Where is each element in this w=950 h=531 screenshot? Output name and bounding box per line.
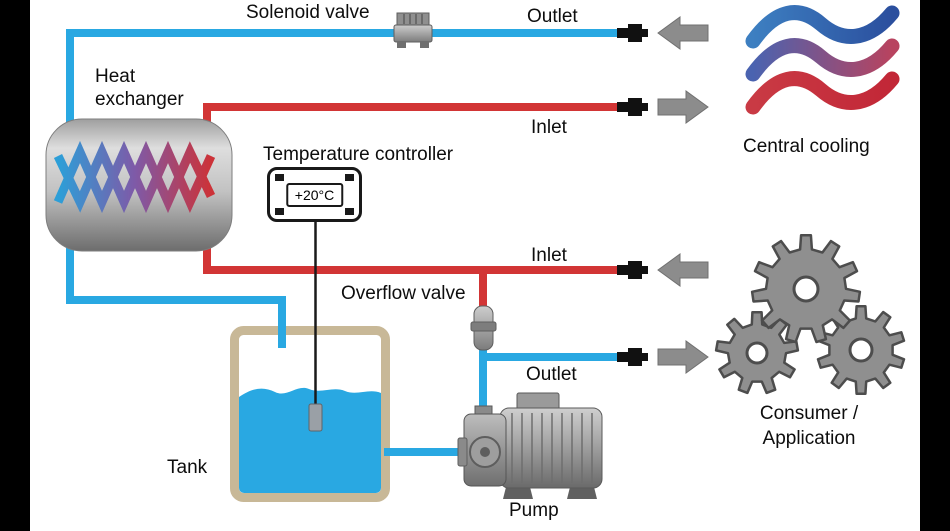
- heat-exchanger: [45, 118, 233, 252]
- pump: [457, 392, 603, 499]
- label-tank: Tank: [167, 457, 208, 478]
- overflow-valve: [470, 305, 497, 351]
- pump-cooling-fins: [511, 413, 593, 483]
- label-pump: Pump: [509, 500, 559, 521]
- label-inlet-bottom: Inlet: [531, 245, 567, 266]
- solenoid-body: [393, 24, 433, 43]
- label-central-cooling: Central cooling: [743, 136, 870, 157]
- label-consumer-line2: Application: [762, 428, 856, 449]
- pump-foot-right: [567, 487, 597, 499]
- gear-left-hub: [745, 341, 769, 365]
- solenoid-foot-right: [420, 42, 429, 48]
- temperature-controller-device: +20°C: [267, 167, 362, 222]
- fitting-outlet-top: [617, 24, 648, 42]
- controller-screw-br: [345, 208, 354, 215]
- fitting-inlet-top: [617, 98, 648, 116]
- wave-bottom: [745, 71, 900, 115]
- consumer-gears-icon: [714, 233, 906, 396]
- cold-pipe-main: [66, 29, 620, 348]
- arrow-right-inlet-top: [657, 90, 709, 124]
- pipe-fittings: [617, 24, 648, 366]
- solenoid-fins: [396, 12, 430, 26]
- central-cooling-icon: [745, 5, 900, 115]
- right-frame-bar: [920, 0, 950, 531]
- tank-water: [239, 387, 381, 493]
- fitting-outlet-bottom: [617, 348, 648, 366]
- label-overflow-valve: Overflow valve: [341, 283, 466, 304]
- pump-inlet-flange: [457, 437, 468, 467]
- temperature-sensor: [308, 221, 323, 432]
- controller-screw-tr: [345, 174, 354, 181]
- label-outlet-bottom: Outlet: [526, 364, 577, 385]
- pump-motor-body: [499, 407, 603, 489]
- pump-foot-left: [503, 487, 533, 499]
- label-consumer: Consumer / Application: [744, 401, 874, 451]
- controller-screw-tl: [275, 174, 284, 181]
- pump-terminal-box: [516, 392, 560, 411]
- label-solenoid-valve: Solenoid valve: [246, 2, 370, 23]
- cold-pipes: [66, 29, 620, 456]
- solenoid-valve: [393, 12, 433, 48]
- controller-display: +20°C: [285, 182, 344, 207]
- overflow-valve-band: [470, 321, 497, 332]
- solenoid-foot-left: [397, 42, 406, 48]
- fitting-inlet-bottom: [617, 261, 648, 279]
- arrow-left-outlet-top: [657, 16, 709, 50]
- wave-top: [745, 5, 900, 49]
- left-frame-bar: [0, 0, 30, 531]
- gear-right-hub: [848, 337, 874, 363]
- label-heat-exchanger-line2: exchanger: [95, 89, 184, 110]
- wave-middle: [745, 38, 900, 82]
- label-heat-exchanger-line1: Heat: [95, 66, 136, 87]
- pump-front-hub: [480, 447, 490, 457]
- flow-arrows: [657, 16, 709, 374]
- exchanger-coil-2: [53, 140, 216, 214]
- label-inlet-top: Inlet: [531, 117, 567, 138]
- gear-top-hub: [792, 275, 820, 303]
- controller-screw-bl: [275, 208, 284, 215]
- arrow-left-inlet-bottom: [657, 253, 709, 287]
- label-temperature-controller: Temperature controller: [263, 144, 454, 165]
- solenoid-fin-lines: [403, 14, 423, 24]
- label-consumer-line1: Consumer /: [759, 403, 859, 424]
- sensor-probe: [308, 403, 323, 432]
- arrow-right-outlet-bottom: [657, 340, 709, 374]
- label-outlet-top: Outlet: [527, 6, 578, 27]
- label-heat-exchanger: Heat exchanger: [95, 65, 184, 111]
